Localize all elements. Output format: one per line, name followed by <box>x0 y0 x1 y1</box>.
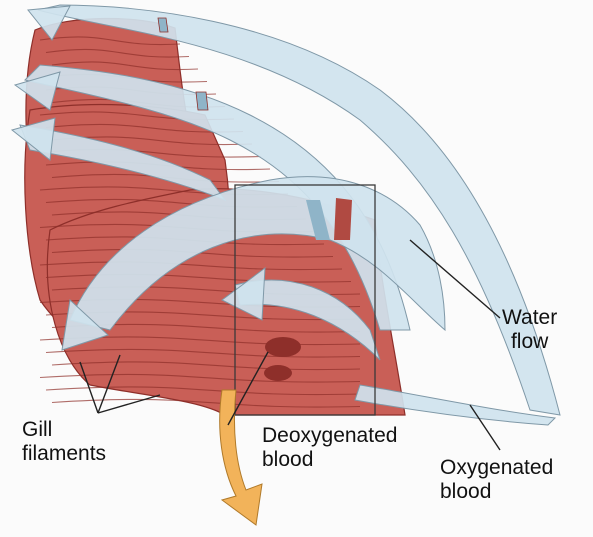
label-oxygenated-blood: Oxygenated blood <box>440 456 553 504</box>
leader-gill-filaments-3 <box>98 395 160 413</box>
label-water-flow-line-1: Water <box>502 306 557 330</box>
label-oxygenated-blood-line-2: blood <box>440 480 553 504</box>
lamella-blood-pool-2 <box>264 365 292 381</box>
label-water-flow: Water flow <box>502 306 557 354</box>
label-gill-filaments-line-1: Gill <box>22 418 106 442</box>
small-vessel-middle <box>196 92 208 110</box>
label-deoxygenated-blood-line-2: blood <box>262 448 397 472</box>
label-gill-filaments-line-2: filaments <box>22 442 106 466</box>
lamella-blood-pool-1 <box>265 337 301 357</box>
label-water-flow-line-2: flow <box>502 330 557 354</box>
label-deoxygenated-blood: Deoxygenated blood <box>262 424 397 472</box>
oxygenated-vessel <box>334 198 352 240</box>
label-gill-filaments: Gill filaments <box>22 418 106 466</box>
label-deoxygenated-blood-line-1: Deoxygenated <box>262 424 397 448</box>
label-oxygenated-blood-line-1: Oxygenated <box>440 456 553 480</box>
small-vessel-upper <box>158 18 168 32</box>
